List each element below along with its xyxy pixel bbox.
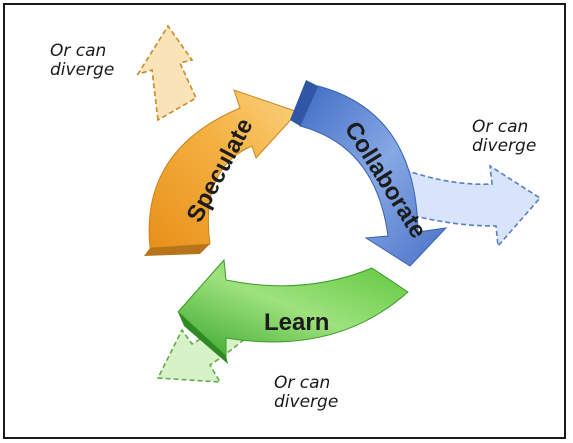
diverge-note-line: Or can bbox=[50, 41, 107, 61]
diverge-note-line: diverge bbox=[50, 60, 115, 80]
speculate-arrow-edge bbox=[144, 244, 210, 256]
speculate-diverge-note: Or can diverge bbox=[50, 42, 114, 80]
diverge-note-line: Or can bbox=[274, 373, 331, 393]
collaborate-diverge-note: Or can diverge bbox=[472, 118, 536, 156]
collaborate-diverge-arrow bbox=[399, 164, 542, 248]
collaborate-arrow bbox=[299, 85, 448, 267]
learn-arrow-edge bbox=[178, 312, 228, 364]
learn-arrow bbox=[177, 258, 409, 358]
learn-diverge-note: Or can diverge bbox=[274, 374, 338, 412]
diverge-note-line: diverge bbox=[274, 392, 339, 412]
diverge-note-line: Or can bbox=[472, 117, 529, 137]
speculate-diverge-arrow bbox=[136, 24, 198, 122]
collaborate-arrow-edge bbox=[290, 80, 318, 126]
learn-label: Learn bbox=[264, 309, 329, 336]
diverge-note-line: diverge bbox=[472, 136, 537, 156]
speculate-arrow bbox=[148, 89, 299, 249]
